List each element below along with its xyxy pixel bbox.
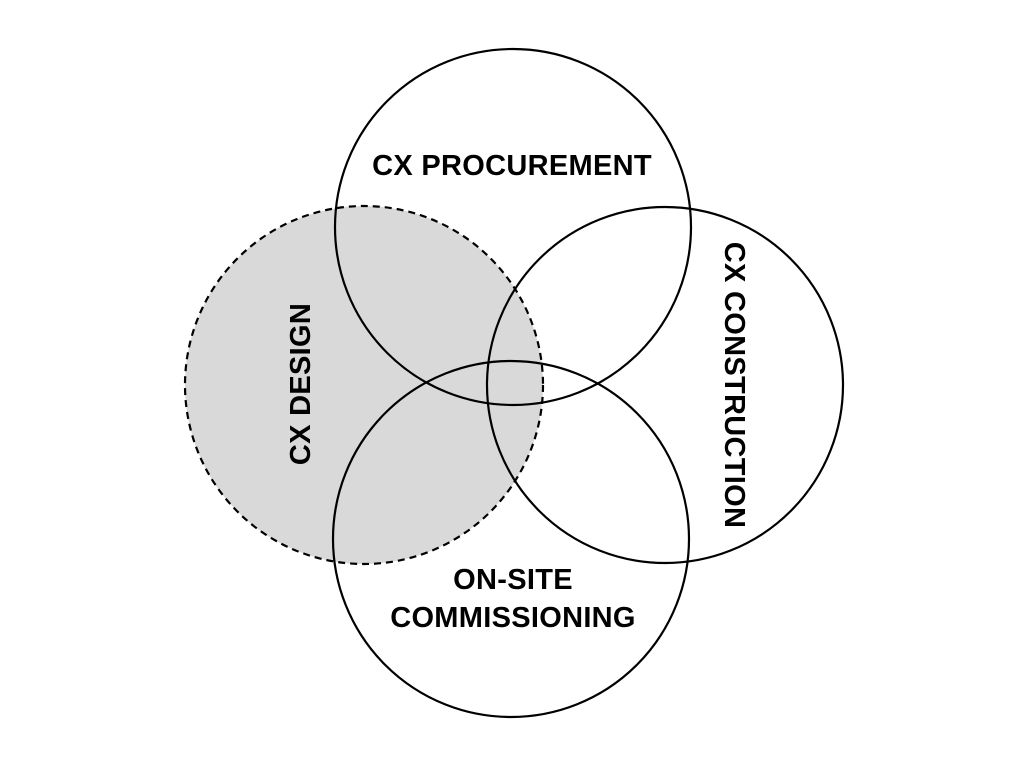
circle-cx-procurement: [333, 47, 693, 407]
label-cx-procurement: CX PROCUREMENT: [372, 150, 652, 182]
label-on-site-commissioning: ON-SITE COMMISSIONING: [390, 561, 636, 637]
label-cx-design: CX DESIGN: [285, 302, 317, 466]
label-cx-construction: CX CONSTRUCTION: [718, 241, 750, 529]
circle-on-site-commissioning: [331, 359, 691, 719]
circle-cx-construction: [485, 205, 845, 565]
circle-cx-design: [183, 204, 545, 566]
label-on-site-commissioning-line2: COMMISSIONING: [390, 602, 636, 634]
label-on-site-commissioning-line1: ON-SITE: [453, 564, 573, 596]
